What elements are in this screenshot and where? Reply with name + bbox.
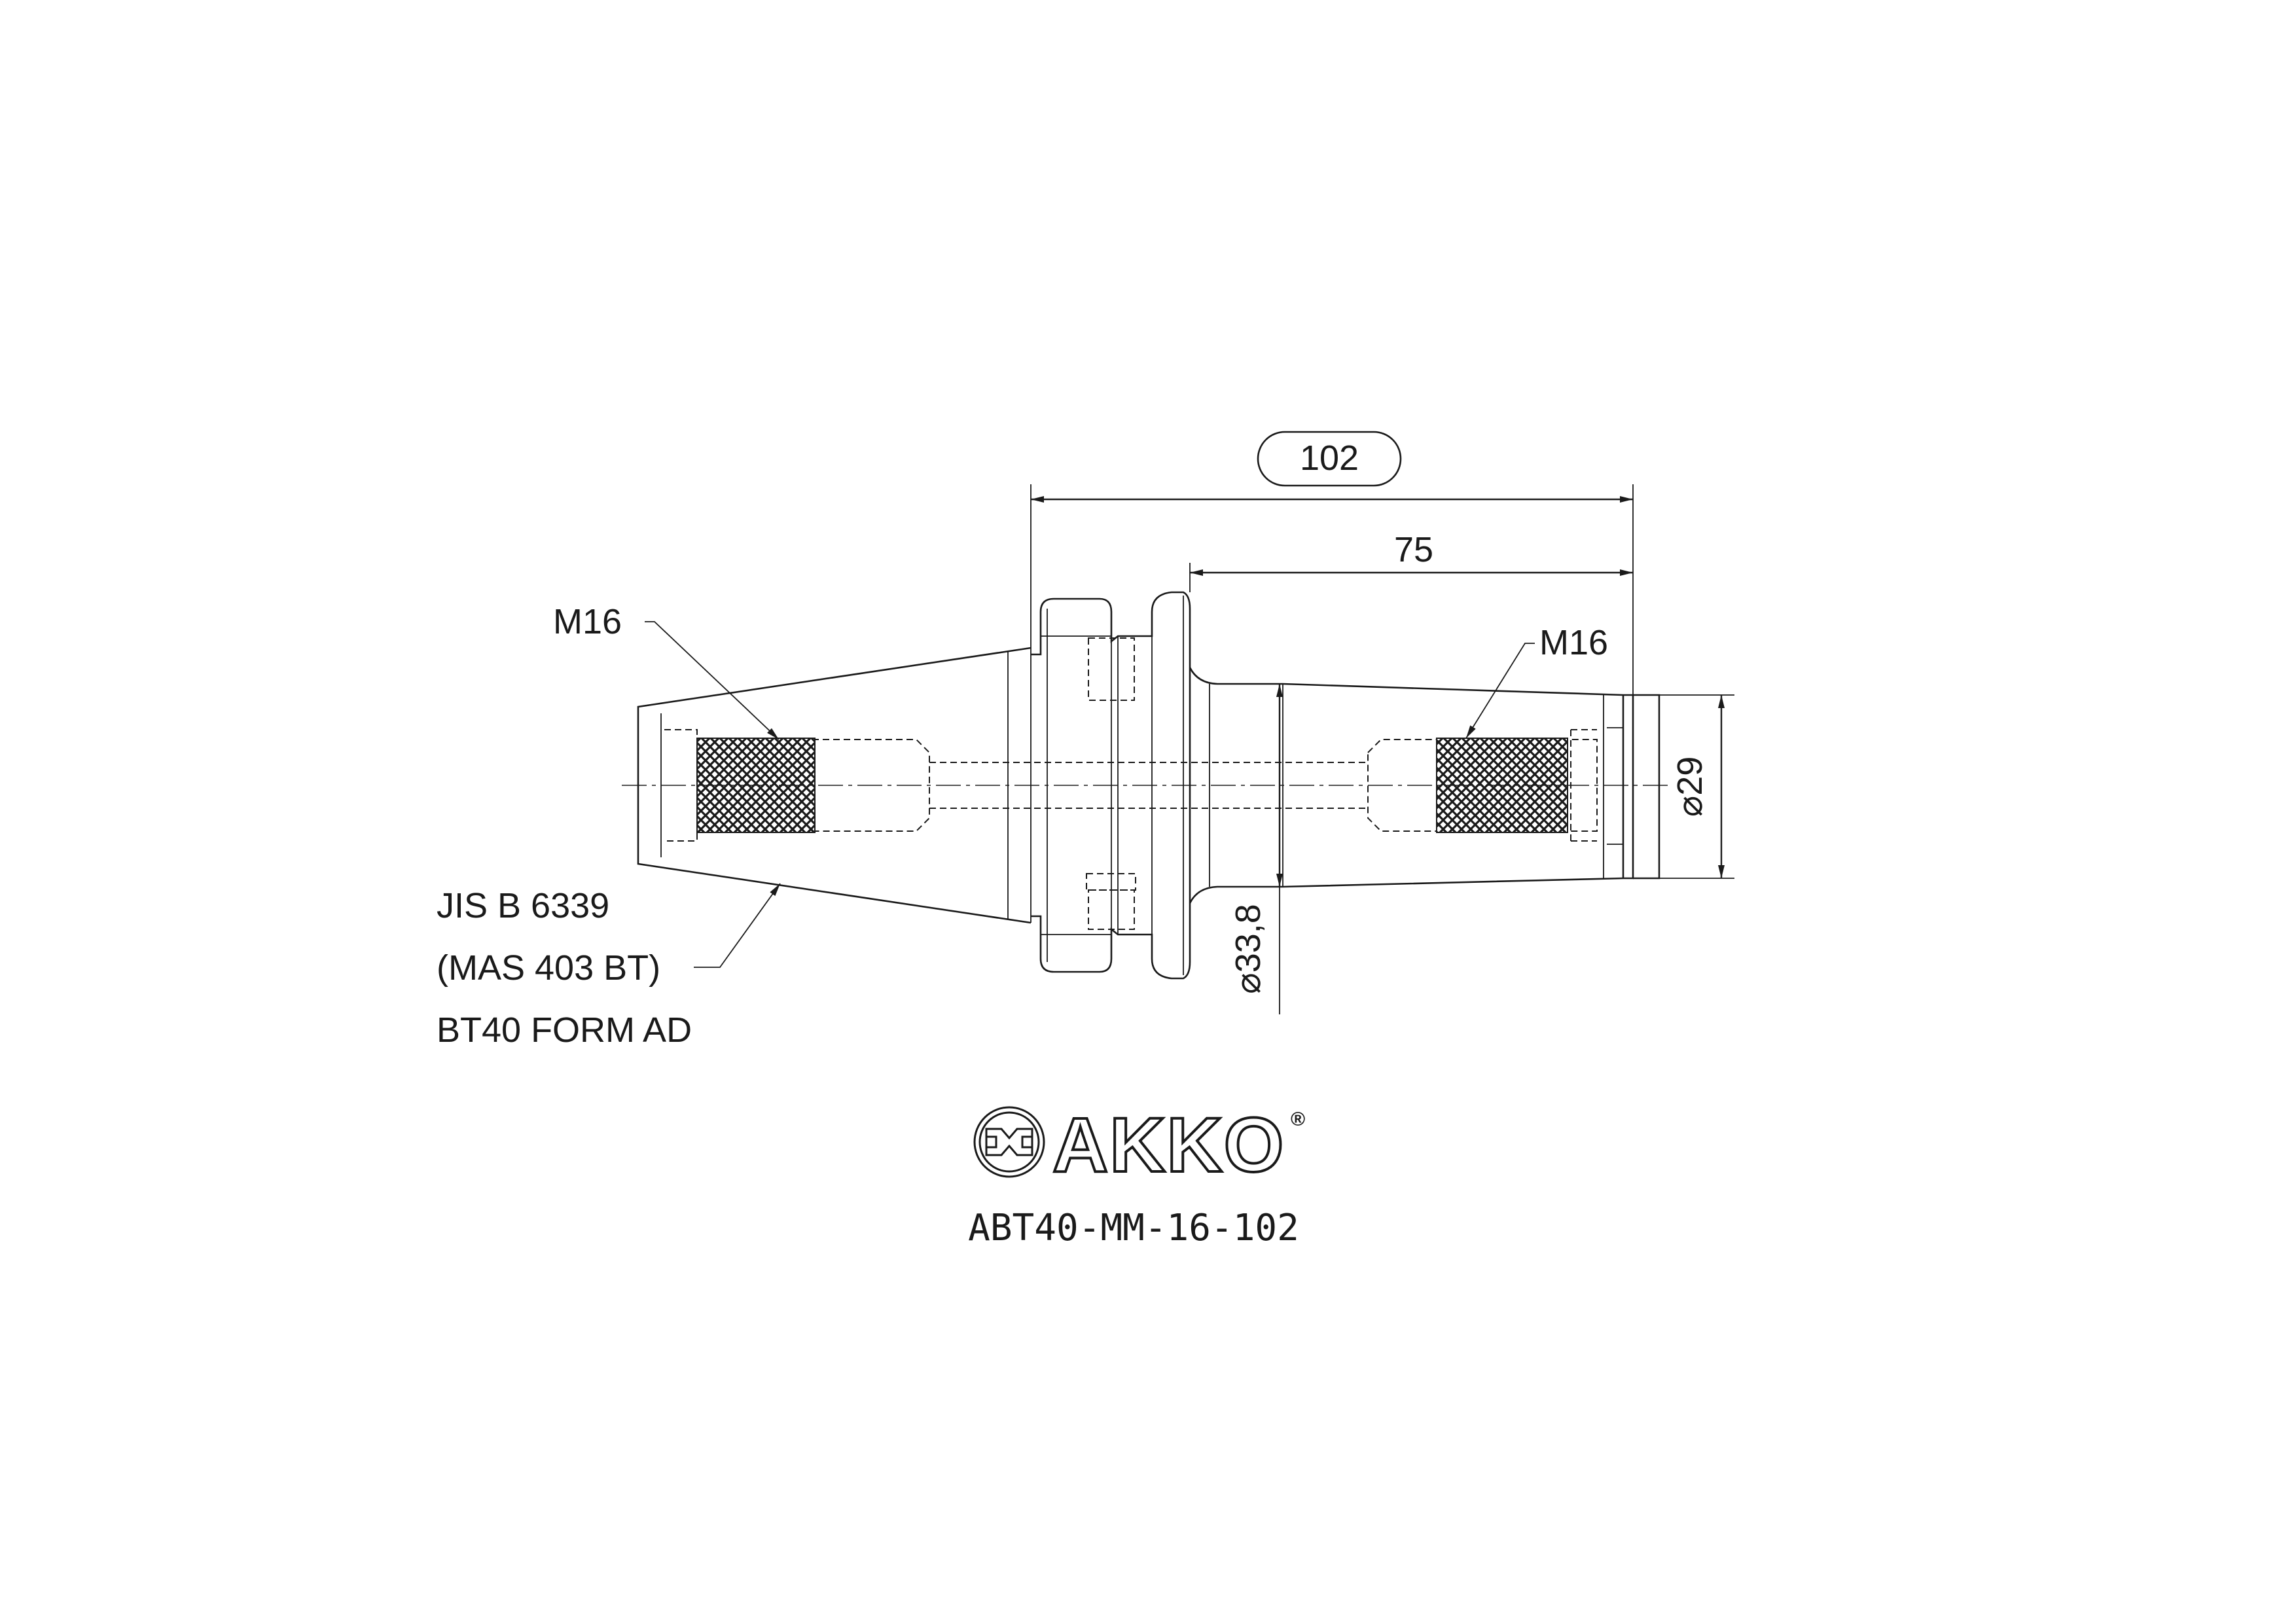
standard-line-1: JIS B 6339	[437, 886, 609, 925]
standard-line-3: BT40 FORM AD	[437, 1010, 692, 1050]
dia-body-value: ⌀33,8	[1229, 904, 1268, 994]
thread-left-label: M16	[553, 602, 622, 641]
callout-thread-right: M16	[1465, 623, 1608, 739]
part-number: ABT40-MM-16-102	[968, 1207, 1299, 1249]
registered-mark: ®	[1291, 1109, 1305, 1130]
front-taper	[1189, 667, 1624, 904]
brand-name: AKKO	[1052, 1102, 1285, 1188]
callout-standard: JIS B 6339 (MAS 403 BT) BT40 FORM AD	[437, 883, 781, 1050]
dimension-flange-to-end: 75	[1189, 530, 1633, 592]
dimension-dia-end: ⌀29	[1659, 694, 1734, 879]
flange-to-end-value: 75	[1394, 530, 1433, 569]
akko-emblem-icon	[973, 1106, 1045, 1178]
dimension-overall-length: 102	[1030, 431, 1634, 695]
dia-end-value: ⌀29	[1670, 757, 1710, 817]
overall-length-value: 102	[1300, 438, 1359, 478]
callout-thread-left: M16	[553, 602, 780, 740]
dimension-dia-body: ⌀33,8	[1229, 684, 1283, 1014]
inspection-frame	[1257, 431, 1402, 487]
standard-line-2: (MAS 403 BT)	[437, 948, 660, 988]
akko-logo: AKKO ®	[973, 1101, 1305, 1190]
thread-right-label: M16	[1539, 623, 1608, 662]
